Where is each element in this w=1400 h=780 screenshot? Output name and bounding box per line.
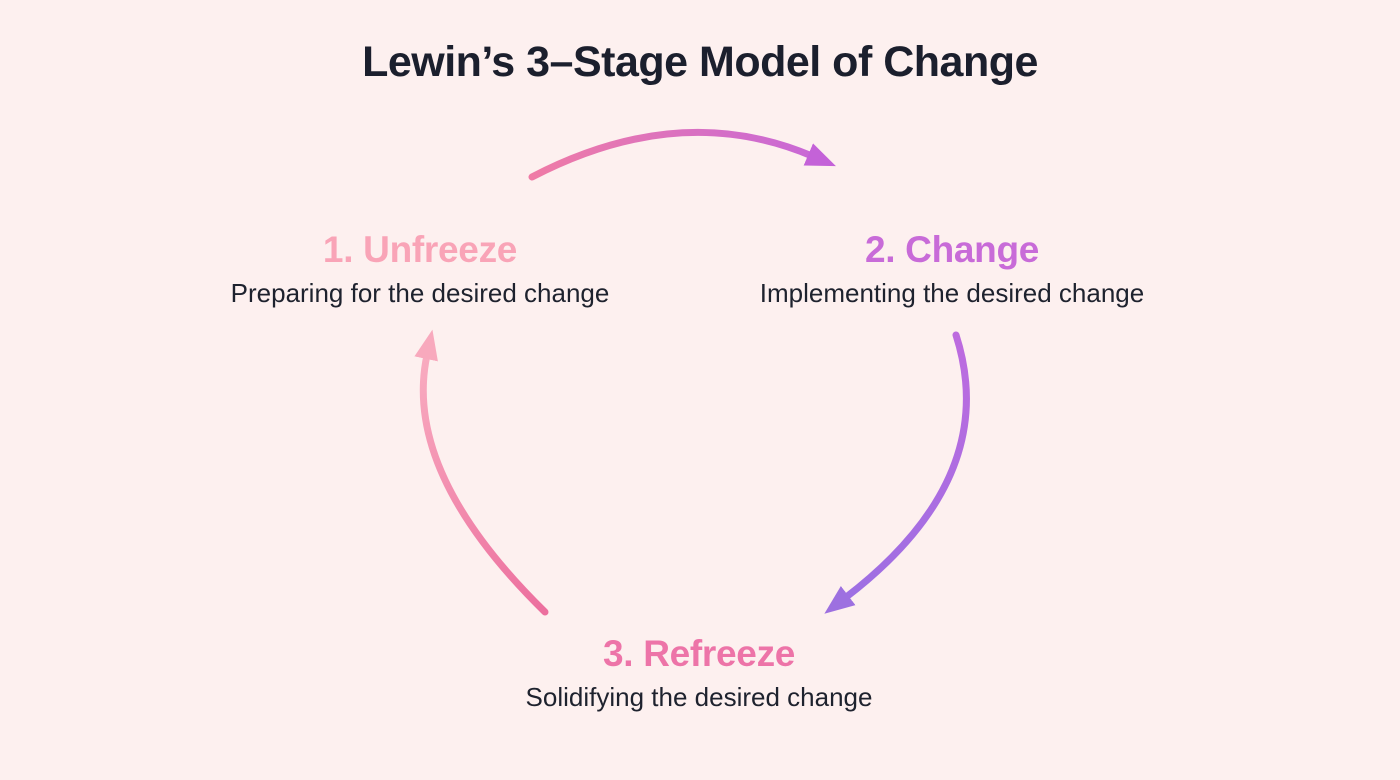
stage-change: 2. Change Implementing the desired chang… (760, 228, 1144, 309)
stage-refreeze-heading: 3. Refreeze (602, 633, 796, 674)
page-title: Lewin’s 3–Stage Model of Change (362, 38, 1038, 86)
stage-unfreeze: 1. Unfreeze Preparing for the desired ch… (231, 228, 610, 309)
stage-refreeze-description: Solidifying the desired change (525, 682, 873, 713)
stage-change-description: Implementing the desired change (759, 278, 1145, 309)
stage-unfreeze-description: Preparing for the desired change (230, 278, 610, 309)
stage-refreeze: 3. Refreeze Solidifying the desired chan… (526, 632, 873, 713)
arrow-unfreeze-to-change (528, 128, 836, 181)
arrow-change-to-refreeze (824, 331, 970, 614)
arrow-refreeze-to-unfreeze (414, 329, 549, 616)
stage-change-heading: 2. Change (864, 229, 1040, 270)
stage-unfreeze-heading: 1. Unfreeze (322, 229, 518, 270)
